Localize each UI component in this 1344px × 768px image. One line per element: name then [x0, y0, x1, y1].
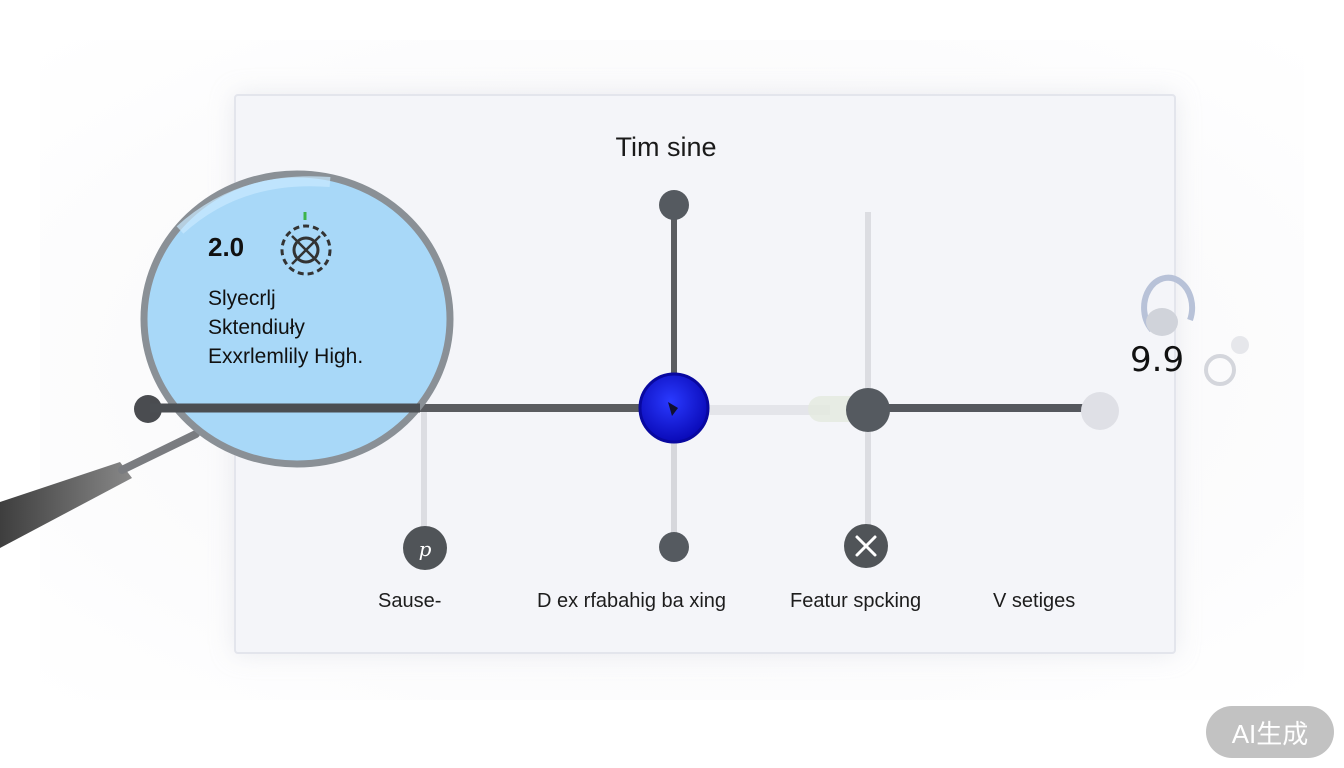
- p-icon[interactable]: [403, 526, 447, 570]
- diagram-title: Tim sine: [615, 132, 717, 162]
- start-node[interactable]: [134, 395, 162, 423]
- lens-line-1: Slyecrlj: [208, 287, 276, 310]
- top-node[interactable]: [659, 190, 689, 220]
- feature-node[interactable]: [846, 388, 890, 432]
- lens-glare: [176, 176, 331, 234]
- ring-decoration: [1141, 274, 1196, 332]
- end-node[interactable]: [1081, 392, 1119, 430]
- magnifier-neck: [118, 430, 200, 474]
- label-v-setiges: V setiges: [993, 590, 1076, 612]
- bottom-center-node[interactable]: [659, 532, 689, 562]
- label-d-ex: D ex rfabahig ba xing: [537, 590, 727, 612]
- lens-line-3: Exxrlemlily High.: [208, 345, 364, 368]
- magnifier-handle: [0, 462, 132, 548]
- ring-decoration-fill: [1146, 308, 1178, 336]
- close-x-glyph: [855, 535, 877, 557]
- active-node-mark: [668, 402, 678, 416]
- dial-icon: [1204, 354, 1236, 386]
- lens-line-2: Sktendiuły: [208, 316, 305, 339]
- dial-dot: [1231, 336, 1249, 354]
- right-value-readout: 9.9: [1130, 340, 1185, 380]
- ai-generated-badge: AI生成: [1206, 706, 1334, 758]
- label-featur: Featur spcking: [790, 590, 922, 612]
- gear-icon: [280, 224, 332, 276]
- lens-value: 2.0: [208, 232, 245, 262]
- p-icon-glyph: p: [419, 537, 432, 561]
- magnifier-lens: [140, 170, 454, 468]
- label-sause: Sause-: [378, 590, 442, 612]
